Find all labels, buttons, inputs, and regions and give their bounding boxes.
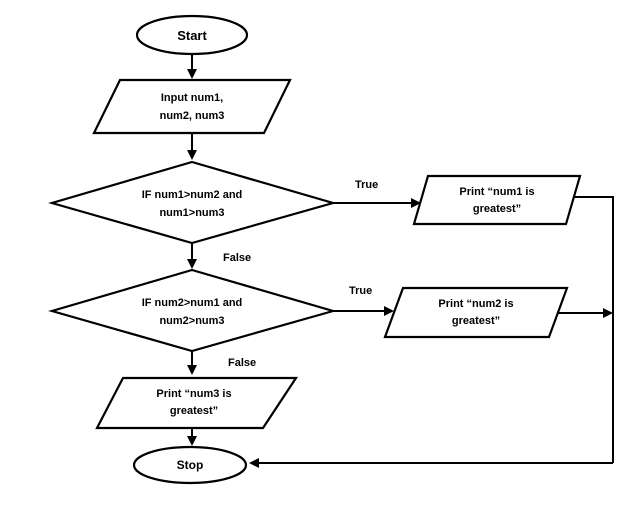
output2-label-line1: Print “num2 is <box>438 298 513 310</box>
output1-label-line2: greatest” <box>473 203 521 215</box>
output2-label-line2: greatest” <box>452 315 500 327</box>
connectors <box>187 54 614 468</box>
edge-label-true-2: True <box>349 285 372 297</box>
output1-label-line1: Print “num1 is <box>459 186 534 198</box>
output2-parallelogram: Print “num2 is greatest” <box>383 286 569 339</box>
decision2-diamond: IF num2>num1 and num2>num3 <box>48 268 337 353</box>
decision1-label-line2: num1>num3 <box>159 207 224 219</box>
start-label: Start <box>177 28 207 43</box>
input-label-line1: Input num1, <box>161 92 223 104</box>
output3-label-line2: greatest” <box>170 405 218 417</box>
start-terminal: Start <box>135 14 249 56</box>
decision2-label-line1: IF num2>num1 and <box>142 297 243 309</box>
stop-terminal: Stop <box>132 445 248 485</box>
input-label-line2: num2, num3 <box>160 110 225 122</box>
stop-label: Stop <box>177 458 204 472</box>
edge-label-true-1: True <box>355 179 378 191</box>
output1-parallelogram: Print “num1 is greatest” <box>412 174 582 226</box>
input-parallelogram: Input num1, num2, num3 <box>92 78 292 135</box>
connector-output1-to-right <box>566 196 614 463</box>
edge-label-false-2: False <box>228 357 256 369</box>
output3-label-line1: Print “num3 is <box>156 388 231 400</box>
output3-parallelogram: Print “num3 is greatest” <box>95 376 299 430</box>
decision2-label-line2: num2>num3 <box>159 315 224 327</box>
edge-label-false-1: False <box>223 252 251 264</box>
decision1-diamond: IF num1>num2 and num1>num3 <box>48 160 337 245</box>
decision1-label-line1: IF num1>num2 and <box>142 189 243 201</box>
